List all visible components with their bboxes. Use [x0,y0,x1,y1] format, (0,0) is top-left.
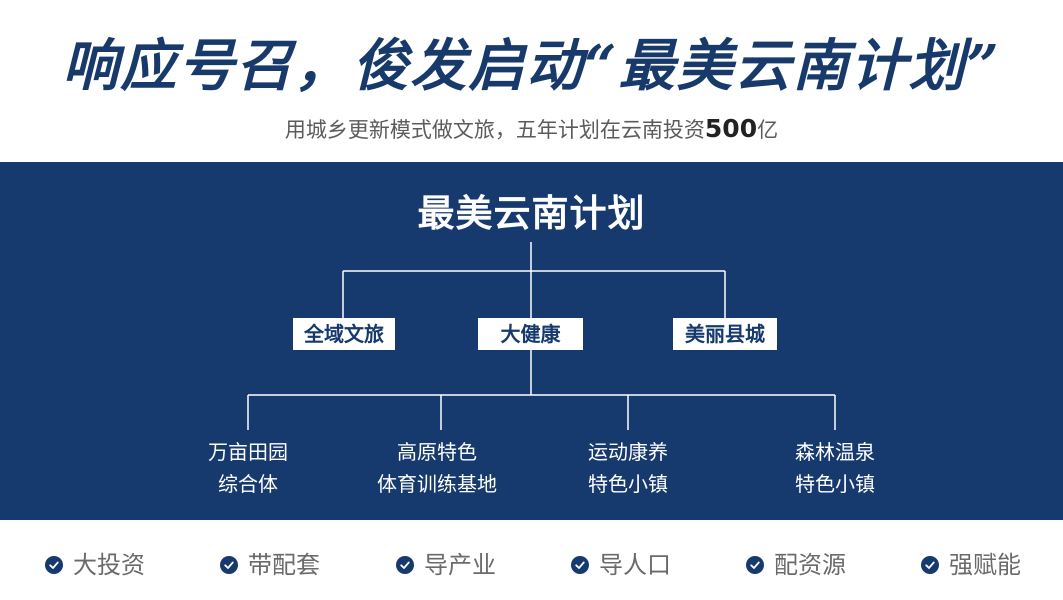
check-circle-icon [45,556,63,574]
leaf-hot-spring-town-line1: 森林温泉 [795,440,875,464]
leaf-farm-complex: 万亩田园 综合体 [158,436,338,500]
tag-label: 配资源 [774,551,846,579]
branch-box-health: 大健康 [478,318,583,350]
tag-item: 强赋能 [921,550,1021,580]
tag-item: 配资源 [746,550,846,580]
tag-label: 带配套 [248,551,320,579]
headline: 响应号召，俊发启动“最美云南计划” [62,33,1001,99]
branch-box-culture-tourism: 全域文旅 [293,318,395,350]
leaf-farm-complex-line1: 万亩田园 [208,440,288,464]
leaf-training-base-line2: 体育训练基地 [377,472,497,496]
tag-label: 强赋能 [949,551,1021,579]
check-circle-icon [220,556,238,574]
tag-item: 导产业 [396,550,496,580]
tag-label: 导产业 [424,551,496,579]
leaf-sports-wellness-town: 运动康养 特色小镇 [538,436,718,500]
tag-label: 大投资 [73,551,145,579]
tag-item: 导人口 [571,550,671,580]
plan-panel: 最美云南计划 全域文旅 大健康 美丽县城 万亩田园 综合体 高原特色 体育训练基… [0,162,1063,520]
leaf-training-base: 高原特色 体育训练基地 [347,436,527,500]
tag-item: 带配套 [220,550,320,580]
tag-bar: 大投资 带配套 导产业 导人口 配资源 强赋能 [0,520,1063,600]
check-circle-icon [746,556,764,574]
plan-title: 最美云南计划 [417,192,646,235]
check-circle-icon [396,556,414,574]
check-circle-icon [921,556,939,574]
tree-connectors [247,242,836,430]
tag-label: 导人口 [599,551,671,579]
leaf-hot-spring-town-line2: 特色小镇 [795,472,875,496]
subline-text: 用城乡更新模式做文旅，五年计划在云南投资 [284,118,705,142]
tag-item: 大投资 [45,550,145,580]
leaf-training-base-line1: 高原特色 [397,440,477,464]
branch-box-county-town: 美丽县城 [673,318,777,350]
check-circle-icon [571,556,589,574]
leaf-sports-wellness-town-line1: 运动康养 [588,440,668,464]
subline: 用城乡更新模式做文旅，五年计划在云南投资500亿 [0,114,1063,145]
subline-amount: 500 [704,114,758,143]
leaf-sports-wellness-town-line2: 特色小镇 [588,472,668,496]
leaf-farm-complex-line2: 综合体 [218,472,278,496]
header: 响应号召，俊发启动“最美云南计划” 用城乡更新模式做文旅，五年计划在云南投资50… [0,0,1063,162]
leaf-hot-spring-town: 森林温泉 特色小镇 [745,436,925,500]
subline-unit: 亿 [757,118,779,142]
